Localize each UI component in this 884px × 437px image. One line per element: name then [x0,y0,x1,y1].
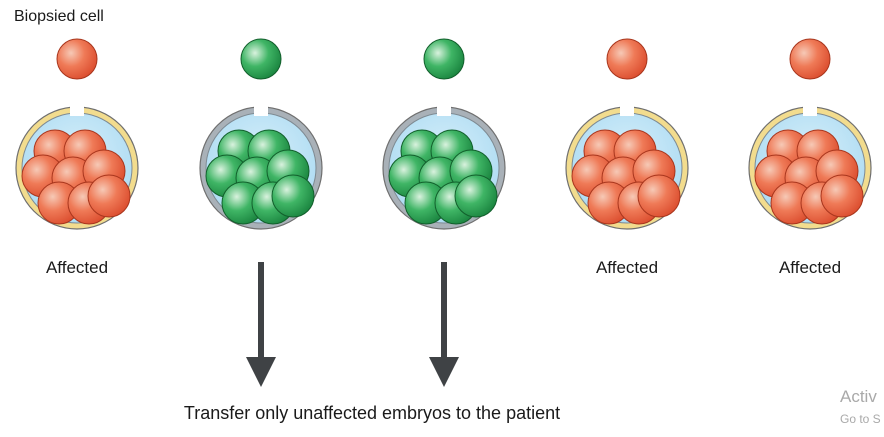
blastomere-cell [637,174,681,218]
embryo-status-label-1: Affected [45,258,109,277]
blastomere-cell [271,174,315,218]
blastomere-cell [87,174,131,218]
embryo-5 [748,38,872,230]
biopsied-cell-1 [56,38,98,80]
blastomere-cell [454,174,498,218]
embryo-2 [199,38,323,230]
transfer-caption: Transfer only unaffected embryos to the … [183,403,561,423]
embryo-status-label-4: Affected [595,258,659,277]
activation-watermark-line1: Activ [840,387,877,406]
biopsied-cell-5 [789,38,831,80]
blastomere-cell [820,174,864,218]
embryo-1 [15,38,139,230]
biopsied-cell-4 [606,38,648,80]
embryo-4 [565,38,689,230]
biopsy-opening [437,102,451,116]
biopsy-opening [254,102,268,116]
biopsied-cell-label: Biopsied cell [14,8,104,25]
biopsy-opening [620,102,634,116]
activation-watermark-line2: Go to S [840,412,881,426]
biopsy-opening [70,102,84,116]
biopsied-cell-3 [423,38,465,80]
embryo-3 [382,38,506,230]
biopsy-opening [803,102,817,116]
embryo-status-label-5: Affected [778,258,842,277]
biopsied-cell-2 [240,38,282,80]
